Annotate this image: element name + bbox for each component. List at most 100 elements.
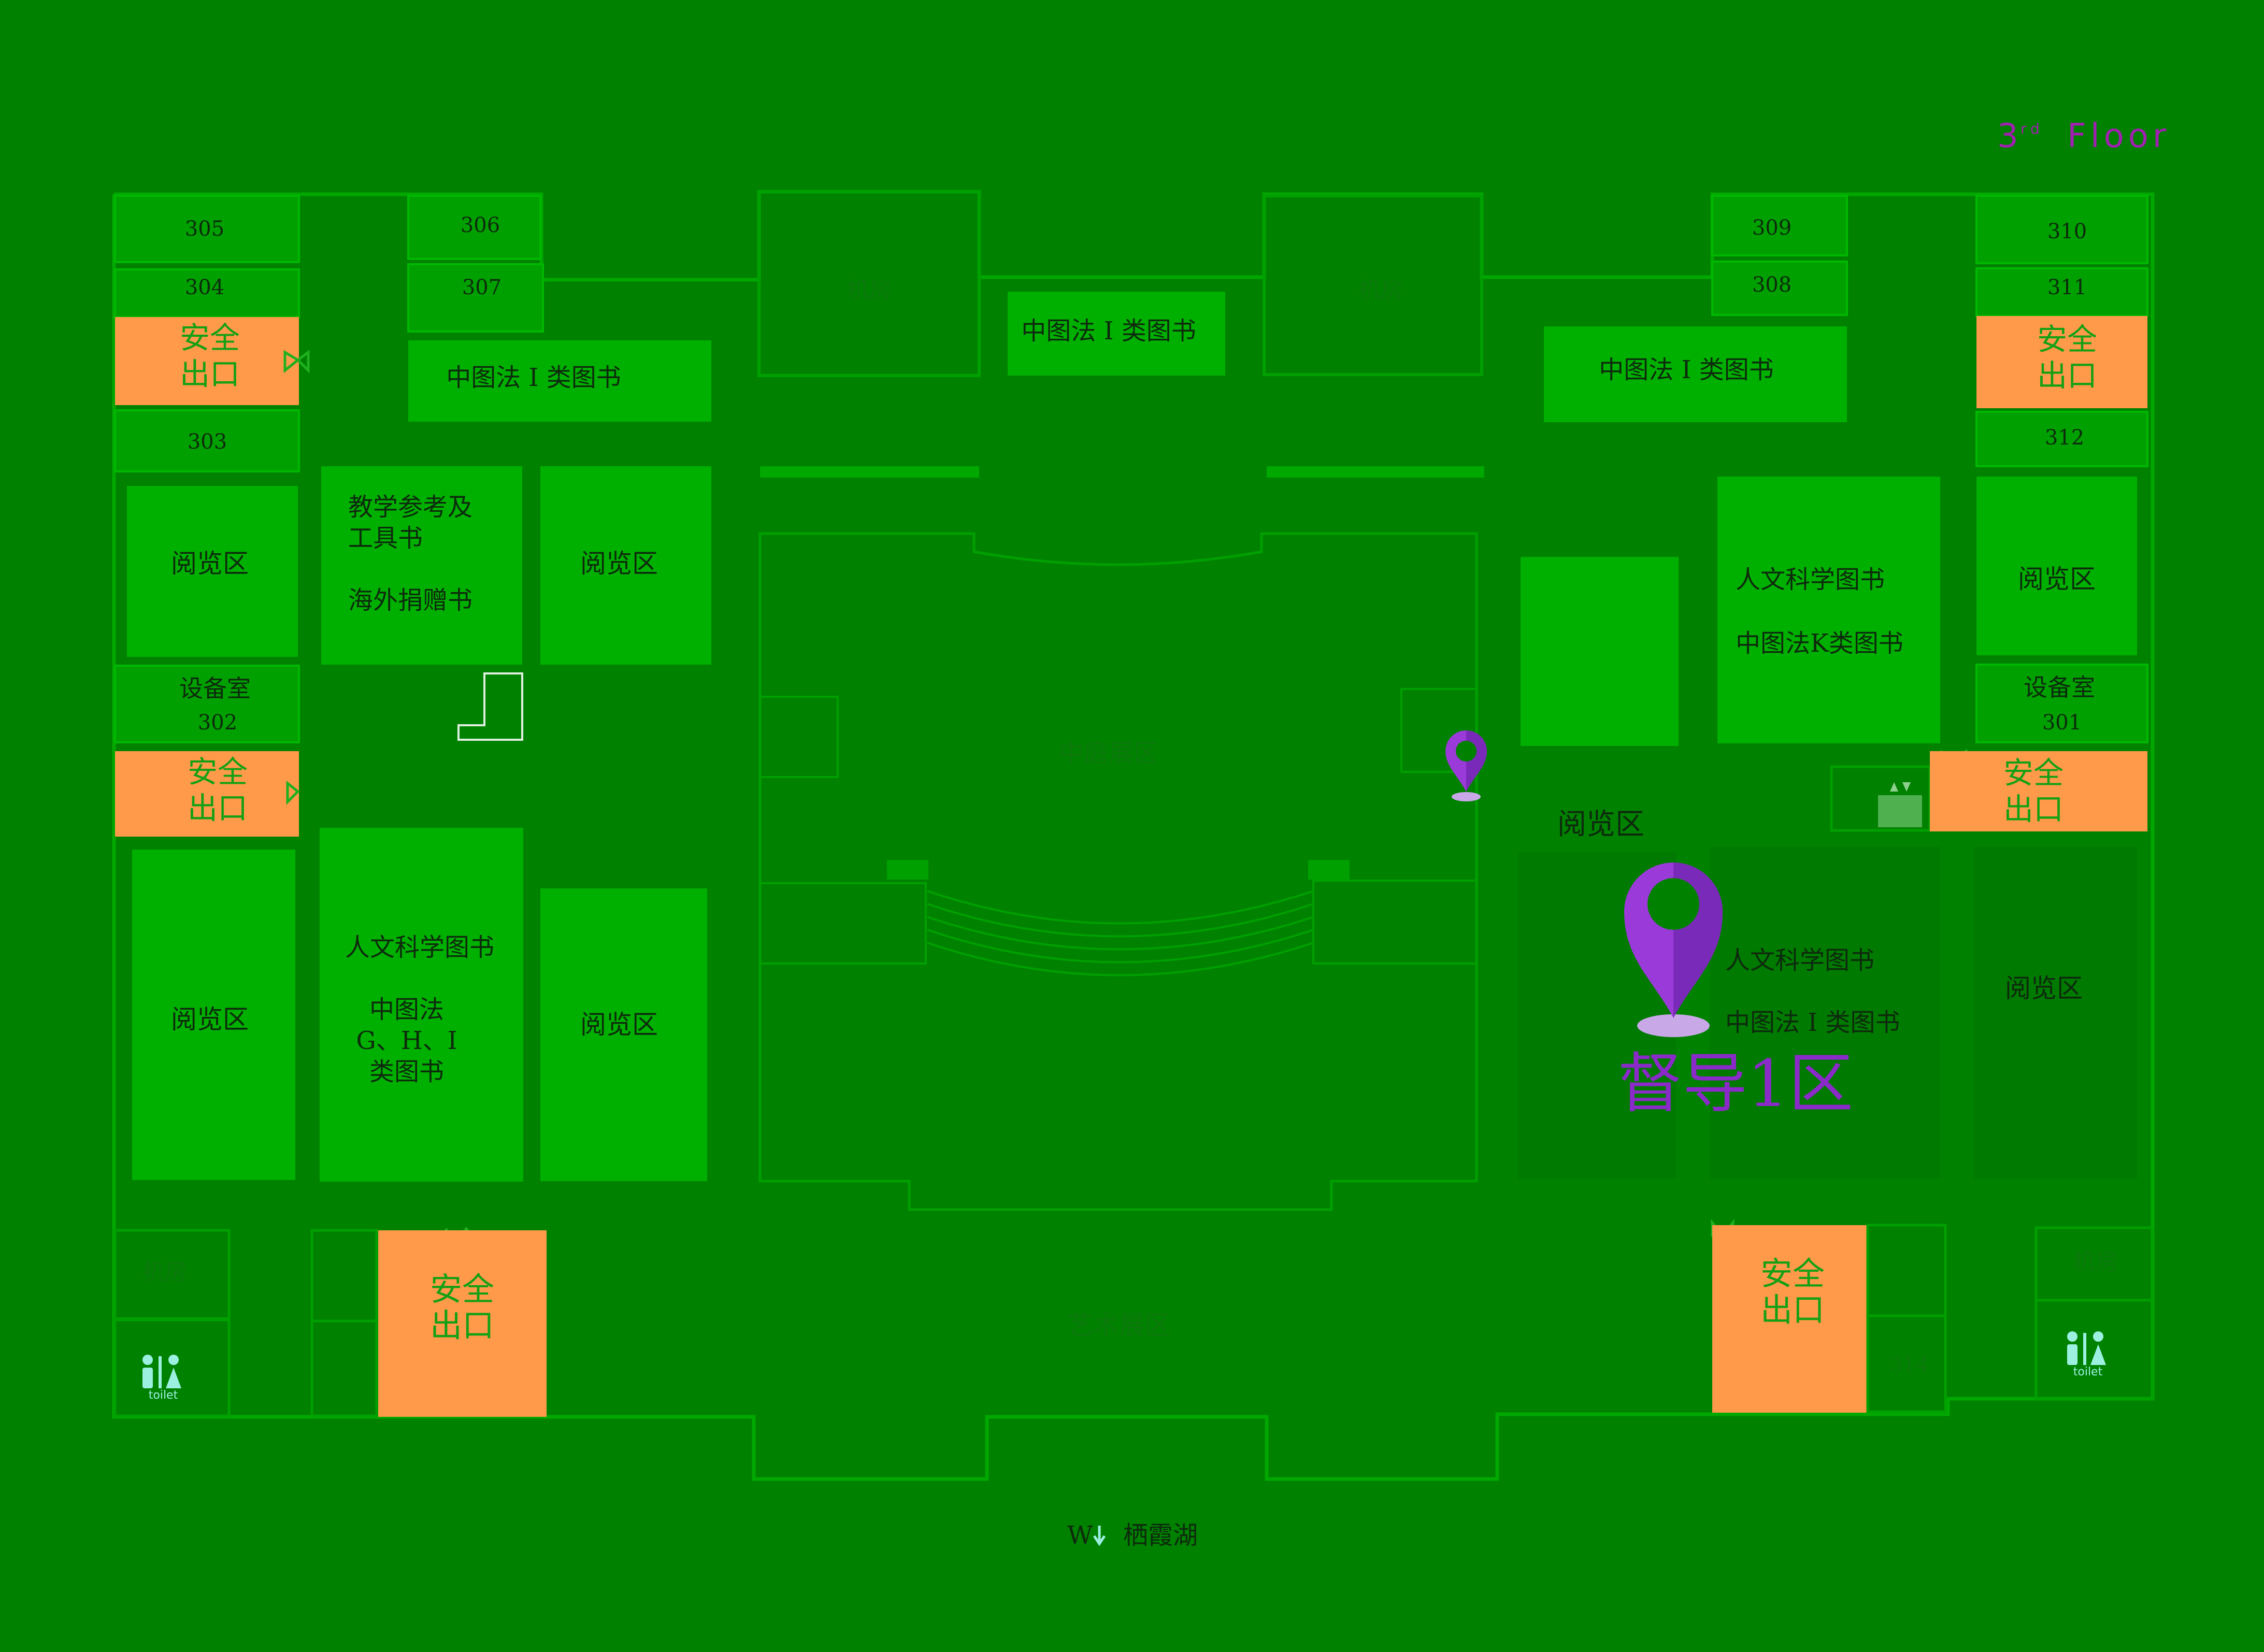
teaching-ref-line1: 教学参考及 [348,493,472,522]
large-location-pin-icon[interactable] [1624,863,1723,1037]
room-310 [1975,195,2148,264]
room-301 [1975,664,2148,743]
humanities-label-right: 人文科学图书 [1736,565,1885,594]
floor-suffix: rd [2021,120,2044,137]
art-exhibit-label: 艺术展区 [1067,1310,1171,1340]
exit-label-2b: 出口 [188,791,248,826]
toilet-label-right: toilet [2073,1366,2103,1378]
direction-letter: W [1067,1521,1093,1550]
room-312-label: 312 [2045,426,2084,450]
room-302-label: 302 [198,711,237,735]
direction-indicator: W 栖霞湖 [1067,1521,1198,1550]
reading-label-1: 阅览区 [171,549,249,579]
room-310-label: 310 [2047,220,2087,243]
lake-label: 栖霞湖 [1123,1521,1198,1550]
exit-label-1b: 出口 [180,356,240,392]
supervision-zone-label: 督导1区 [1618,1046,1854,1122]
clc-i-books-right-label: 中图法 I 类图书 [1599,355,1773,384]
teaching-ref-line2: 工具书 [348,524,423,553]
reading-area-left-4 [540,888,707,1181]
room-308-label: 308 [1752,273,1792,297]
room-312 [1975,411,2148,467]
exit-label-1a: 安全 [180,320,240,355]
room-309 [1711,195,1848,256]
atrium-label: 中庭展区 [1059,739,1158,768]
room-307 [407,263,544,333]
exit-block-right-lower [1930,751,2147,831]
exit-label-4a: 安全 [2037,322,2097,357]
room-303 [114,409,300,472]
reading-label-4: 阅览区 [580,1010,658,1040]
small-room-right [1866,1224,1947,1317]
reading-area-left-1 [127,486,298,657]
room-302 [114,665,300,743]
room-314 [1866,1314,1947,1413]
supervised-area-center [1710,847,1940,1179]
rail-right [1267,466,1484,478]
humanities-label-supervised: 人文科学图书 [1725,946,1874,975]
machine-room-left-label: 机房 [142,1259,188,1285]
floor-title: 3 rd Floor [1997,117,2170,155]
exit-label-5a: 安全 [2003,755,2064,791]
reading-label-standalone: 阅览区 [1557,808,1644,841]
clc-i-books-right [1544,326,1847,422]
room-304-label: 304 [185,276,224,299]
exit-label-6b: 出口 [1760,1291,1825,1329]
room-306 [407,195,541,260]
reading-label-3: 阅览区 [580,549,658,579]
clc-ghi-line2: G、H、I [356,1026,457,1055]
exit-label-3b: 出口 [430,1306,494,1344]
room-301-label: 301 [2042,711,2082,735]
machine-room-center-right [1263,194,1483,376]
floor-word: Floor [2067,117,2170,155]
machine-room-center-left-label: 机房 [847,277,892,304]
reading-label-5: 阅览区 [2018,564,2096,594]
machine-room-left [113,1229,231,1320]
atrium-block-right [1308,860,1350,880]
humanities-k-area [1717,477,1940,743]
exit-block-left-lower [115,751,299,837]
room-311-label: 311 [2047,276,2087,299]
exit-block-right-upper [1976,316,2147,408]
toilet-label-left: toilet [149,1389,178,1402]
humanities-ghi-area [320,828,523,1182]
room-314-label: 314 [1889,1353,1929,1377]
exit-label-5b: 出口 [2003,792,2064,827]
toilet-room-left [113,1318,231,1417]
exit-label-2a: 安全 [188,754,248,789]
room-306-label: 306 [461,213,500,237]
location-pin-icon [1445,730,1487,801]
clc-i-books-supervised-label: 中图法 I 类图书 [1725,1008,1900,1037]
room-308 [1711,261,1848,316]
right-room-area: 309 308 中图法 I 类图书 人文科学图书 中图法K类图书 310 311… [1518,195,2154,1413]
machine-room-center-left [757,190,981,377]
left-room-column: 305 304 安全 出口 303 阅览区 设备室 302 安全 出口 阅览区 … [113,195,300,1417]
atrium-steps [759,688,1478,976]
rail-left [760,466,979,478]
equip-room-302-label: 设备室 [179,674,251,702]
room-305 [114,195,300,263]
exit-block-left-upper [115,317,299,405]
reading-area-right-2 [1974,847,2137,1179]
small-room-left [310,1229,378,1323]
room-311 [1975,267,2148,317]
clc-k-books-label: 中图法K类图书 [1736,629,1903,658]
exit-label-3a: 安全 [430,1270,494,1308]
humanities-label-left: 人文科学图书 [345,933,494,962]
second-room-column: 306 307 中图法 I 类图书 教学参考及 工具书 海外捐赠书 阅览区 人文… [310,195,711,1417]
reading-label-2: 阅览区 [171,1004,249,1035]
clc-i-books-center-label: 中图法 I 类图书 [1021,317,1196,346]
room-305-label: 305 [185,217,224,241]
toilet-icon: toilet toilet [142,1331,2106,1402]
room-303-label: 303 [188,430,227,454]
reading-area-left-3 [540,466,711,665]
clc-i-books-left [408,340,711,422]
exit-block-bottom-right [1712,1225,1868,1413]
unlabeled-area-right [1521,557,1679,746]
toilet-room-right [2034,1299,2154,1400]
small-room-left-2 [310,1319,378,1417]
reading-area-left-2 [132,850,295,1180]
floor-number: 3 [1997,117,2023,155]
